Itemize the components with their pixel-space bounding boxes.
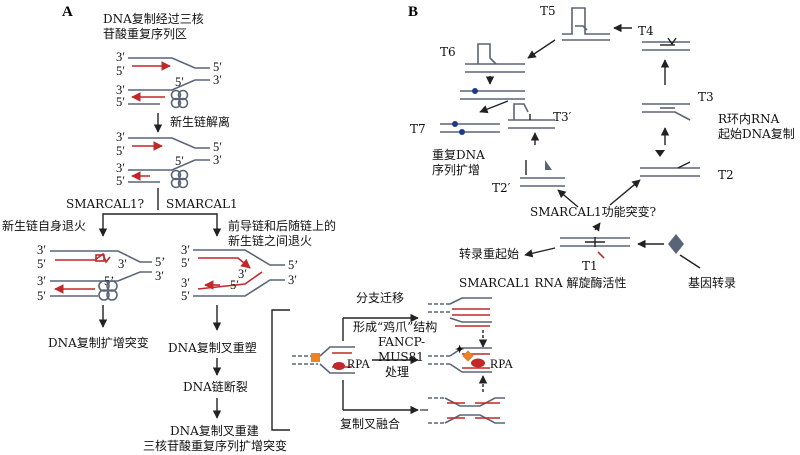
fork-merge-diagram (420, 397, 505, 424)
svg-text:3′: 3′ (181, 276, 190, 290)
panel-a-label: A (62, 4, 73, 20)
smarcal-label: SMARCAL1 (166, 197, 238, 211)
svg-text:5′: 5′ (116, 174, 125, 188)
restart-label-2: 三核苷酸重复序列扩增突变 (143, 438, 287, 453)
chicken-foot-label: 形成“鸡爪”结构 (353, 319, 437, 334)
t2-label: T2 (718, 168, 734, 182)
fork-merge-label: 复制叉融合 (340, 416, 400, 431)
svg-text:5′: 5′ (37, 289, 46, 303)
svg-text:5′: 5′ (230, 278, 239, 292)
svg-text:3′: 3′ (37, 243, 46, 257)
t6-label: T6 (440, 45, 456, 59)
svg-text:5′: 5′ (213, 140, 222, 154)
t5-label: T5 (540, 4, 556, 18)
t3p-structure (508, 103, 555, 129)
svg-text:3′: 3′ (116, 161, 125, 175)
svg-text:3′: 3′ (37, 274, 46, 288)
t2p-label: T2′ (492, 181, 511, 195)
helicase-label: SMARCAL1 RNA 解旋酶活性 (459, 275, 627, 290)
fork-cross-anneal: 3′ 5′ 3′ 5′ 5’ 3′ 3′ 5′ (181, 243, 298, 303)
t7-structure (440, 121, 500, 135)
self-anneal-label: 新生链自身退火 (2, 218, 86, 233)
svg-text:5′: 5′ (213, 60, 222, 74)
panel-b-label: B (408, 4, 418, 20)
gene-transcription-label: 基因转录 (688, 275, 736, 290)
t1-structure (560, 237, 630, 259)
t2-structure (640, 150, 700, 177)
rloop-label-1: R环内RNA (718, 112, 780, 126)
svg-text:5’: 5’ (155, 255, 165, 269)
smarcal-mutation-label: SMARCAL1功能突变? (530, 204, 656, 219)
svg-text:5′: 5′ (116, 95, 125, 109)
t1-label: T1 (582, 259, 598, 273)
svg-text:3′: 3′ (238, 267, 247, 281)
svg-text:RPA: RPA (347, 357, 370, 371)
branch-migration-label: 分支迁移 (356, 291, 404, 305)
step-uncoupling: 新生链解离 (170, 114, 230, 129)
remodel-fork-central: RPA (292, 346, 370, 374)
fancp-label-2: MUS81 (378, 350, 424, 364)
tx-restart-label: 转录重起始 (459, 246, 519, 261)
svg-text:3′: 3′ (181, 243, 190, 257)
fancp-label-1: FANCP- (378, 335, 425, 349)
svg-text:5′: 5′ (37, 257, 46, 271)
t2p-structure (520, 160, 565, 187)
t3-structure (642, 103, 691, 121)
t3p-label: T3′ (553, 110, 572, 124)
chicken-foot-fork (428, 297, 492, 327)
polymerase-icon (668, 234, 684, 254)
t7-label: T7 (410, 122, 426, 136)
repeat-label-2: 序列扩增 (432, 162, 480, 177)
left-outcome: DNA复制扩增突变 (48, 335, 149, 350)
t4-label: T4 (638, 24, 654, 38)
t5-structure (562, 7, 610, 41)
svg-text:3′: 3′ (116, 50, 125, 64)
svg-text:3′: 3′ (213, 153, 222, 167)
fork-remodel-label: DNA复制叉重塑 (168, 340, 257, 355)
svg-text:3′: 3′ (213, 73, 222, 87)
fork-self-anneal: 3′ 5′ 3′ 5′ 3′ 5’ 3′ 5’ (37, 243, 165, 303)
svg-text:3′: 3′ (116, 130, 125, 144)
svg-text:3′: 3′ (118, 257, 127, 271)
cross-anneal-label-2: 新生链之间退火 (228, 233, 312, 248)
cross-anneal-label-1: 前导链和后随链上的 (228, 218, 336, 233)
t6-structure (465, 43, 525, 73)
svg-text:5′: 5′ (181, 256, 190, 270)
svg-text:5′: 5′ (181, 289, 190, 303)
t4-structure (642, 37, 690, 51)
fork-break-label: DNA链断裂 (183, 379, 248, 394)
svg-text:5’: 5’ (288, 258, 298, 272)
svg-text:5′: 5′ (116, 64, 125, 78)
svg-text:3′: 3′ (116, 83, 125, 97)
fork-1: 3′ 5′ 3′ 5′ 5′ 5′ 3′ (116, 50, 222, 109)
panel-a-title-2: 苷酸重复序列区 (103, 26, 187, 41)
svg-text:5′: 5′ (175, 154, 184, 168)
restart-label-1: DNA复制叉重建 (170, 424, 259, 438)
fork-2: 3′ 5′ 3′ 5′ 5′ 5′ 3′ (116, 130, 222, 189)
svg-text:3′: 3′ (155, 269, 164, 283)
svg-text:RPA: RPA (490, 357, 513, 371)
t3-label: T3 (698, 90, 714, 104)
panel-a-title-1: DNA复制经过三核 (103, 12, 204, 26)
rloop-label-2: 起始DNA复制 (718, 127, 795, 141)
fancp-label-3: 处理 (385, 365, 409, 379)
svg-text:5′: 5′ (175, 75, 184, 89)
t6-result (460, 88, 525, 100)
svg-text:✦: ✦ (455, 343, 464, 356)
smarcal-question: SMARCAL1? (66, 197, 144, 211)
svg-text:3′: 3′ (288, 273, 297, 287)
svg-text:5′: 5′ (116, 144, 125, 158)
repeat-label-1: 重复DNA (432, 148, 485, 162)
fancp-fork: ✦ RPA (428, 343, 513, 373)
